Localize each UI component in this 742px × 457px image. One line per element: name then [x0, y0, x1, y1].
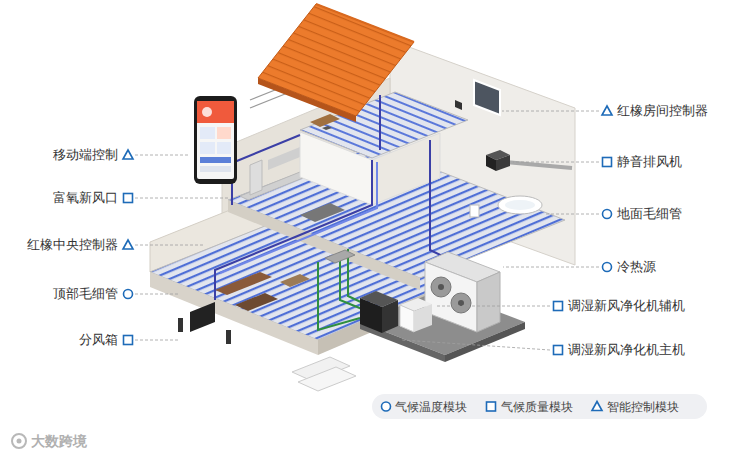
- callout-label: 顶部毛细管: [53, 286, 118, 302]
- watermark-logo: [12, 434, 26, 448]
- callout-label: 富氧新风口: [53, 190, 118, 206]
- module-icons: [123, 106, 612, 355]
- legend-text: 智能控制模块: [607, 399, 679, 414]
- building: [150, 4, 575, 391]
- watermark: 大数跨境: [31, 433, 87, 449]
- callout-label: 红橡房间控制器: [617, 103, 708, 119]
- callout-label: 地面毛细管: [617, 206, 682, 222]
- callout-label: 冷热源: [617, 259, 656, 275]
- leader-lines: [135, 111, 599, 350]
- phone: [194, 96, 237, 184]
- legend-bar: [372, 394, 707, 419]
- callout-label: 红橡中央控制器: [27, 237, 118, 253]
- legend-text: 气候质量模块: [501, 399, 573, 414]
- legend-text: 气候温度模块: [395, 399, 467, 414]
- callout-label: 分风箱: [79, 332, 118, 348]
- callout-label: 调湿新风净化机主机: [568, 342, 685, 358]
- callout-label: 移动端控制: [53, 147, 118, 163]
- callout-label: 静音排风机: [617, 154, 682, 170]
- callout-label: 调湿新风净化机辅机: [568, 298, 685, 314]
